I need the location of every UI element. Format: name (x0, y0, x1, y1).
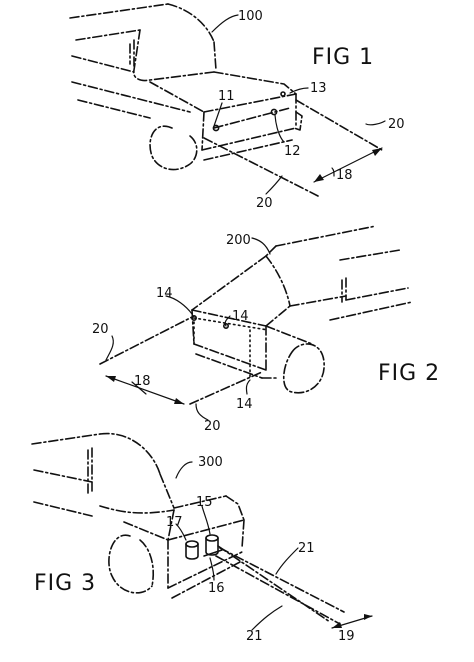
ref-14-top-left-label: 14 (156, 286, 173, 301)
unit-16-base (203, 549, 223, 557)
detector-12-marker (270, 108, 278, 116)
wheel-fig2 (282, 343, 325, 394)
ref-13-label: 13 (310, 81, 327, 96)
ref-20-left-fig2-label: 20 (92, 322, 109, 337)
ref-14-top-right-label: 14 (232, 309, 249, 324)
vehicle-300-body (31, 432, 245, 599)
ref-100-label: 100 (238, 9, 263, 24)
ref-20-bottom-fig2-label: 20 (204, 419, 221, 434)
ref-20-right-label: 20 (388, 117, 405, 132)
emitter-11-marker (212, 124, 220, 132)
sensor-arrays-fig2 (191, 314, 269, 381)
fig-1-title: FIG 1 (312, 45, 374, 70)
leaders-fig2 (105, 237, 271, 421)
ref-18-label: 18 (336, 168, 353, 183)
ref-200-label: 200 (226, 233, 251, 248)
bumper-13-marker (280, 91, 286, 97)
fig-3-title: FIG 3 (34, 571, 96, 596)
figure-3: 300 15 17 16 21 21 19 FIG 3 (31, 432, 373, 644)
detection-zone-fig1 (203, 99, 383, 197)
scanner-units-fig3 (185, 534, 223, 560)
ref-15-label: 15 (196, 495, 213, 510)
ref-21-upper-label: 21 (298, 541, 315, 556)
ref-17-label: 17 (166, 515, 183, 530)
unit-15-top (205, 534, 219, 542)
vehicle-100-body (69, 3, 303, 161)
unit-17-top (185, 540, 199, 548)
ref-18-fig2-label: 18 (134, 374, 151, 389)
ref-11-label: 11 (218, 89, 235, 104)
rear-sensors-fig1 (212, 91, 286, 132)
ref-19-label: 19 (338, 629, 355, 644)
detection-zone-fig2 (99, 315, 263, 405)
figure-1: 100 11 12 13 18 20 20 FIG 1 (69, 3, 405, 211)
wheel-fig3 (108, 534, 155, 594)
ref-300-label: 300 (198, 455, 223, 470)
beams-fig3 (215, 545, 373, 629)
leaders-fig1 (211, 14, 386, 195)
fig-2-title: FIG 2 (378, 361, 440, 386)
zone-width-18-dimension-fig2 (105, 375, 185, 405)
unit-17-body (185, 543, 199, 560)
ref-21-lower-label: 21 (246, 629, 263, 644)
figure-2: 200 14 14 14 18 20 20 FIG 2 (92, 225, 440, 434)
ref-16-label: 16 (208, 581, 225, 596)
sensor-14-marker-mid (223, 322, 230, 329)
leaders-fig3 (175, 461, 299, 631)
wheel-fig1 (149, 125, 198, 171)
zone-width-18-dimension (313, 147, 383, 183)
vehicle-200-body (191, 225, 413, 379)
ref-12-label: 12 (284, 144, 301, 159)
ref-20-left-label: 20 (256, 196, 273, 211)
ref-14-bottom-label: 14 (236, 397, 253, 412)
